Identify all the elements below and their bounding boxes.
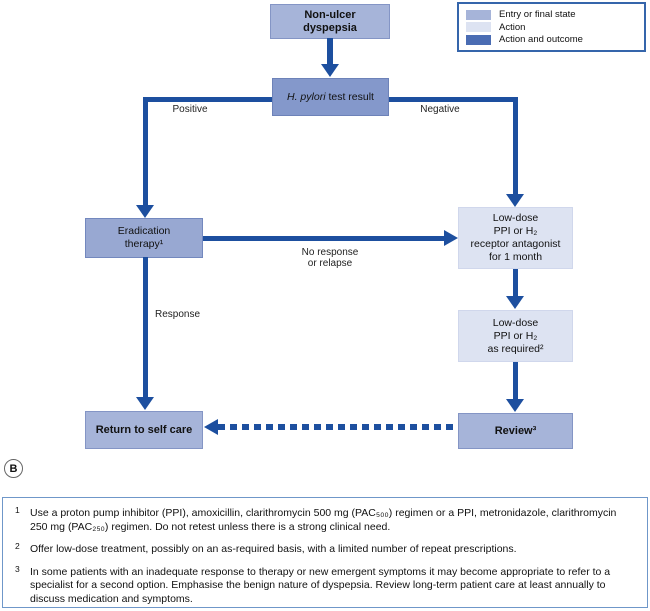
legend-item-outcome: Action and outcome [466, 34, 637, 45]
legend-label: Entry or final state [499, 9, 576, 20]
footnote-2: 2 Offer low-dose treatment, possibly on … [15, 541, 635, 557]
arrowhead-left-icon [204, 419, 218, 435]
panel-label-b: B [4, 459, 23, 478]
node-label: Review³ [494, 424, 537, 437]
node-label: H. pylori test result [287, 90, 374, 103]
connector-positive-vertical [143, 97, 148, 206]
arrowhead-down-icon [506, 399, 524, 412]
node-low-dose-ppi-as-required: Low-dose PPI or H₂ as required² [458, 310, 573, 362]
node-label: receptor antagonist [470, 238, 561, 250]
connector-required-to-review [513, 362, 518, 400]
connector-negative-horizontal [389, 97, 518, 102]
arrowhead-down-icon [506, 194, 524, 207]
legend: Entry or final state Action Action and o… [457, 2, 646, 52]
connector-negative-vertical [513, 97, 518, 195]
footnote-1: 1 Use a proton pump inhibitor (PPI), amo… [15, 505, 635, 534]
connector-ppi-month-to-required [513, 269, 518, 298]
edge-label-negative: Negative [420, 104, 460, 115]
footnote-marker: 2 [15, 541, 20, 551]
node-label: Low-dose [492, 212, 539, 224]
node-return-to-self-care: Return to self care [85, 411, 203, 449]
arrowhead-down-icon [321, 64, 339, 77]
node-label: Non-ulcer [304, 8, 356, 21]
arrowhead-down-icon [136, 205, 154, 218]
footnote-marker: 3 [15, 563, 20, 574]
node-non-ulcer-dyspepsia: Non-ulcer dyspepsia [270, 4, 390, 39]
footnote-text: In some patients with an inadequate resp… [30, 565, 611, 605]
node-label: as required² [487, 342, 544, 355]
footnote-3: 3 In some patients with an inadequate re… [15, 563, 635, 607]
edge-label-response: Response [155, 309, 201, 320]
footnote-text: Use a proton pump inhibitor (PPI), amoxi… [30, 507, 617, 533]
arrowhead-right-icon [444, 230, 458, 246]
legend-label: Action and outcome [499, 34, 583, 45]
footnote-marker: 1 [15, 505, 20, 515]
footnote-text: Offer low-dose treatment, possibly on an… [30, 543, 517, 555]
connector-no-response [203, 236, 446, 241]
node-label: Eradication [117, 225, 171, 237]
connector-review-to-selfcare-dashed [218, 424, 455, 430]
node-eradication-therapy: Eradication therapy¹ [85, 218, 203, 258]
legend-label: Action [499, 21, 526, 33]
legend-swatch-outcome [466, 34, 491, 45]
node-low-dose-ppi-one-month: Low-dose PPI or H₂ receptor antagonist f… [458, 207, 573, 269]
legend-item-entry: Entry or final state [466, 9, 637, 20]
arrowhead-down-icon [506, 296, 524, 309]
node-label: Low-dose [492, 316, 539, 329]
footnotes-box: 1 Use a proton pump inhibitor (PPI), amo… [2, 497, 648, 608]
node-label: Return to self care [95, 423, 193, 436]
node-label: for 1 month [488, 251, 543, 263]
node-review: Review³ [458, 413, 573, 449]
node-hpylori-test-result: H. pylori test result [272, 78, 389, 116]
legend-swatch-entry [466, 9, 491, 20]
arrowhead-down-icon [136, 397, 154, 410]
node-label: therapy¹ [124, 238, 164, 250]
connector-positive-horizontal [143, 97, 272, 102]
node-label: PPI or H₂ [493, 225, 538, 237]
node-label: PPI or H₂ [493, 329, 538, 342]
edge-label-no-response: No response or relapse [301, 247, 359, 269]
legend-item-action: Action [466, 22, 637, 33]
legend-swatch-action [466, 22, 491, 32]
node-label: dyspepsia [303, 21, 357, 34]
edge-label-positive: Positive [172, 104, 208, 115]
connector-nonulcer-to-test [327, 38, 333, 66]
connector-response-vertical [143, 257, 148, 398]
